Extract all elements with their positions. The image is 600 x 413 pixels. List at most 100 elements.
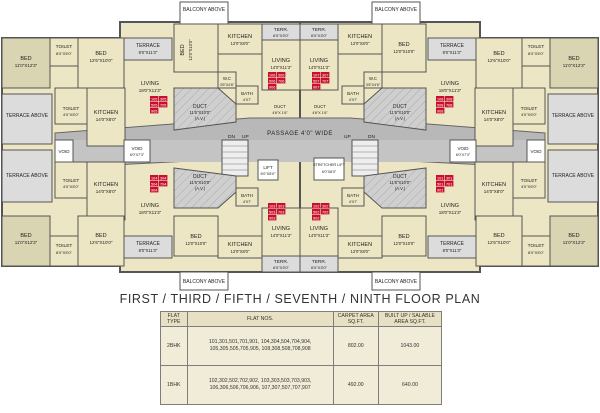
room-dim: 3'6"X4'6": [220, 83, 235, 87]
flat-tag-box: [436, 181, 445, 187]
room-dim: (A.V.): [395, 116, 406, 121]
room-label: BED: [398, 234, 409, 240]
flat-number: 506: [269, 79, 275, 83]
page-title: FIRST / THIRD / FIFTH / SEVENTH / NINTH …: [119, 292, 481, 306]
room-label: TOILET: [56, 44, 73, 50]
right-wing: BED 11'0"X12'3" TOILET 8'0"X5'0" BED 12'…: [474, 37, 599, 267]
room-dim: 11'0"X12'3": [563, 240, 586, 245]
lift-dim: 6'0"X6'0": [260, 172, 276, 176]
stair-up-label: UP: [344, 134, 351, 140]
room-dim: 12'0"X10'0": [393, 241, 415, 246]
room-dim: 18'0"X11'3": [139, 210, 162, 215]
flat-tag-box: [277, 209, 286, 215]
flat-tag-box: [436, 96, 445, 102]
room-dim: 6'0"X7'3": [456, 153, 471, 157]
room-dim: 12'0"X8'0": [230, 41, 250, 46]
room-dim: 4'X7': [243, 98, 251, 102]
flat-number: 903: [269, 216, 275, 220]
stairs-right: [352, 145, 378, 171]
left-wing: BED 11'0"X12'3" TOILET 8'0"X5'0" BED 12'…: [1, 37, 126, 267]
room-label: LIVING: [441, 203, 459, 209]
room-label: VOID: [457, 146, 469, 151]
room-dim: 3'6"X4'6": [366, 83, 381, 87]
room-dim: 8'0"X5'0": [528, 51, 545, 56]
room-label: TERRACE: [136, 241, 161, 247]
room-label: DUCT: [393, 104, 407, 110]
room-label: BED: [20, 56, 31, 62]
flat-tag-box: [150, 96, 159, 102]
room-label: TERRACE: [136, 43, 161, 49]
flat-number: 305: [160, 97, 166, 101]
room-dim: 8'0"X11'3": [443, 50, 462, 55]
flat-number: 503: [269, 210, 275, 214]
flat-number: 308: [446, 97, 452, 101]
flat-tag-box: [268, 84, 277, 90]
builtup-area-cell: 640.00: [377, 365, 443, 405]
room-dim: 12'6"X10'0": [90, 240, 113, 245]
room-dim: 18'0"X11'3": [439, 210, 462, 215]
room-dim: 14'0"X11'3": [308, 233, 330, 238]
flat-number: 504: [151, 182, 157, 186]
room-dim: 12'0"X8'0": [230, 249, 250, 254]
room-label: KITCHEN: [228, 242, 252, 248]
room-dim: 4'6"X 1'6": [312, 111, 328, 115]
room-label: TERR.: [274, 27, 288, 33]
room-label: KITCHEN: [482, 110, 506, 116]
flat-number: 108: [437, 97, 443, 101]
room-label: TOILET: [528, 243, 545, 249]
room-label: BALCONY ABOVE: [183, 279, 226, 285]
corridor: PASSAGE 4'0" WIDE DN UP UP DN LIFT 6'0"X…: [123, 131, 477, 181]
table-header-row: FLAT TYPE FLAT NOS. CARPET AREA SQ.FT. B…: [160, 311, 443, 327]
room-dim: 12'6"X10'0": [488, 58, 511, 63]
flat-tag-box: [159, 96, 168, 102]
room-dim: 12'6"X10'0": [488, 240, 511, 245]
flat-tag-box: [277, 78, 286, 84]
flat-tag-box: [312, 84, 321, 90]
room-dim: 8'0"X5'0": [56, 250, 73, 255]
room-dim: 12'6"X10'0": [90, 58, 113, 63]
room-label: KITCHEN: [94, 182, 118, 188]
flat-tag-box: [277, 72, 286, 78]
room-label: BED: [493, 233, 504, 239]
room-label: DUCT: [274, 104, 286, 109]
flat-number: 707: [322, 79, 328, 83]
room-dim: 6'0"X7'3": [130, 153, 145, 157]
flat-tag-box: [150, 102, 159, 108]
stretcher-lift-dim: 6'0"X8'0": [322, 170, 337, 174]
room-dim: 14'0"X8'0": [484, 117, 505, 122]
flat-number: 704: [160, 182, 166, 186]
room-dim: 8'0"X5'0": [56, 51, 73, 56]
room-label: DUCT: [193, 174, 207, 180]
col-builtup-area: BUILT UP / SALABLE AREA SQ.FT.: [377, 311, 443, 327]
room-label: TOILET: [521, 106, 538, 112]
room-label: DUCT: [193, 104, 207, 110]
flat-tag-box: [445, 175, 454, 181]
flat-tag-box: [312, 72, 321, 78]
col-carpet-area: CARPET AREA SQ.FT.: [332, 311, 379, 327]
room-label: BED: [493, 51, 504, 57]
room-dim: 14'0"X11'3": [308, 65, 330, 70]
room-label: BED: [95, 233, 106, 239]
room-dim: 12'0"X10'0": [393, 49, 415, 54]
room-dim: 4'X7': [349, 98, 357, 102]
room-label: TERRACE ABOVE: [6, 113, 49, 119]
flat-number: 703: [278, 210, 284, 214]
room-label: BATH: [241, 91, 253, 96]
flat-number: 101: [437, 176, 443, 180]
room-dim: 14'0"X11'3": [270, 233, 292, 238]
room-label: W.C: [223, 76, 231, 81]
room-label: BATH: [347, 91, 359, 96]
flat-tag-box: [445, 96, 454, 102]
flat-number: 901: [437, 188, 443, 192]
room-dim: 12'0"X10'0": [188, 39, 193, 61]
carpet-area-cell: 802.00: [332, 326, 379, 366]
room-label: KITCHEN: [348, 34, 372, 40]
stretcher-lift-label: STRETCHER LIFT: [313, 163, 346, 167]
room-label: BED: [568, 56, 579, 62]
flat-number: 906: [269, 85, 275, 89]
room-dim: 18'0"X11'3": [139, 88, 162, 93]
room-label: TERRACE: [440, 241, 465, 247]
table-row: 2BHK 101,301,501,701,901, 104,304,504,70…: [160, 326, 443, 366]
room-label: TERR.: [312, 259, 326, 265]
